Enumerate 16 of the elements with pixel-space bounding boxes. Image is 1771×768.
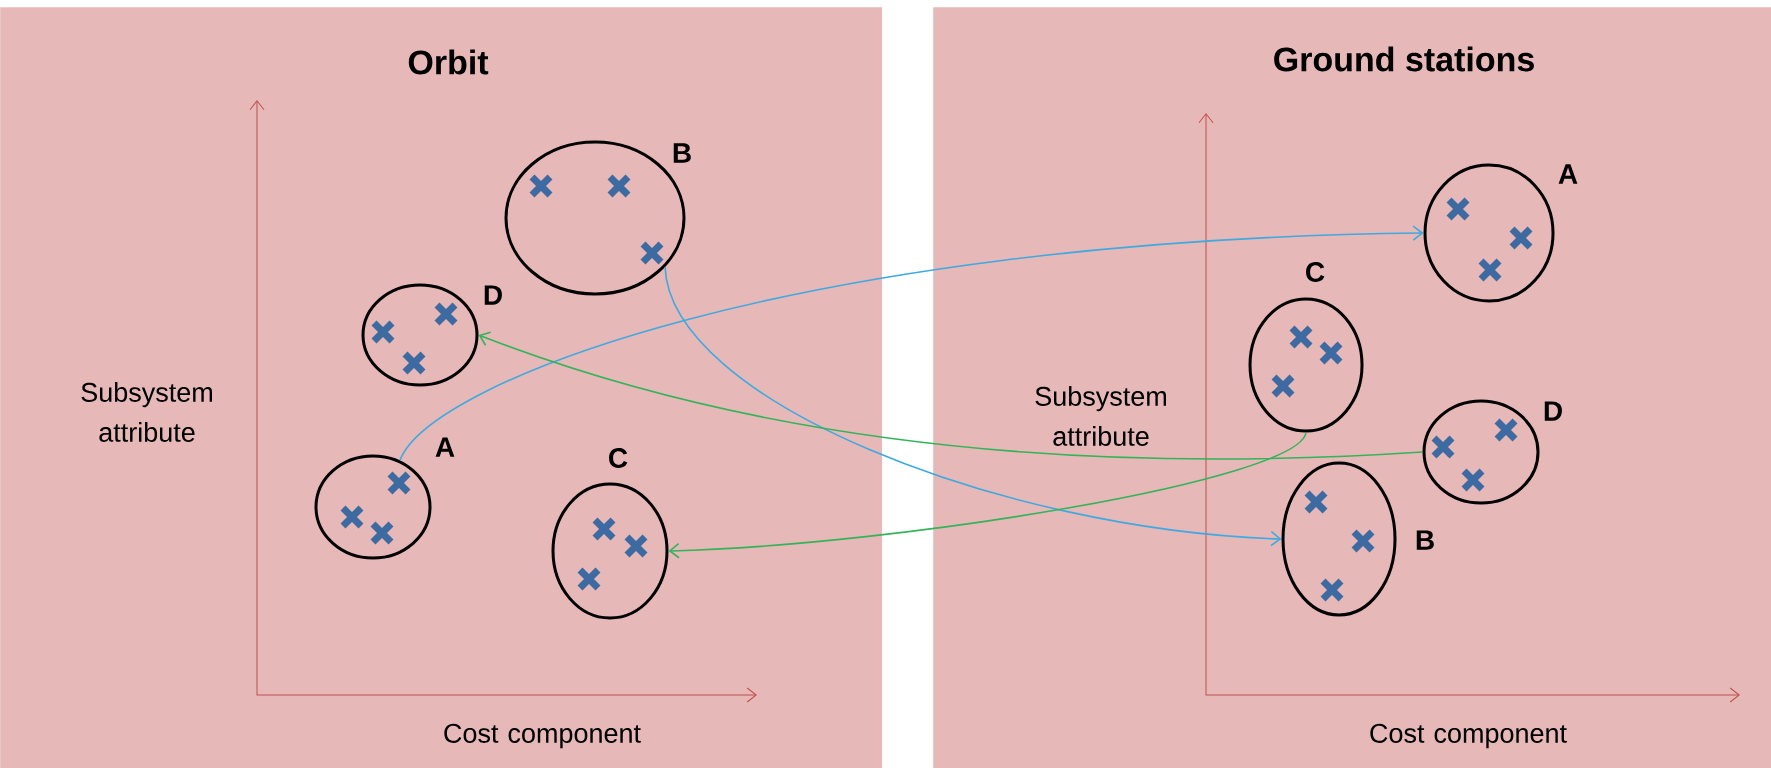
axis-label: Subsystem attribute <box>1035 386 1166 446</box>
axis-label: Subsystem attribute <box>81 382 212 442</box>
cluster-letter: B <box>1416 530 1434 550</box>
arrow <box>478 331 1424 460</box>
cluster-letter: B <box>673 143 691 163</box>
cluster-letter: C <box>609 448 628 468</box>
cluster-letter: C <box>1306 262 1325 282</box>
arrow <box>664 266 1282 547</box>
axis-label: Cost component <box>444 723 641 749</box>
cluster-letter: A <box>1558 164 1578 184</box>
arrow <box>399 225 1424 462</box>
cluster-letter: A <box>435 437 455 457</box>
axis-label: Cost component <box>1370 723 1567 749</box>
cluster-letter: D <box>484 285 502 305</box>
arrow <box>668 431 1307 559</box>
cluster-letter: D <box>1544 401 1562 421</box>
